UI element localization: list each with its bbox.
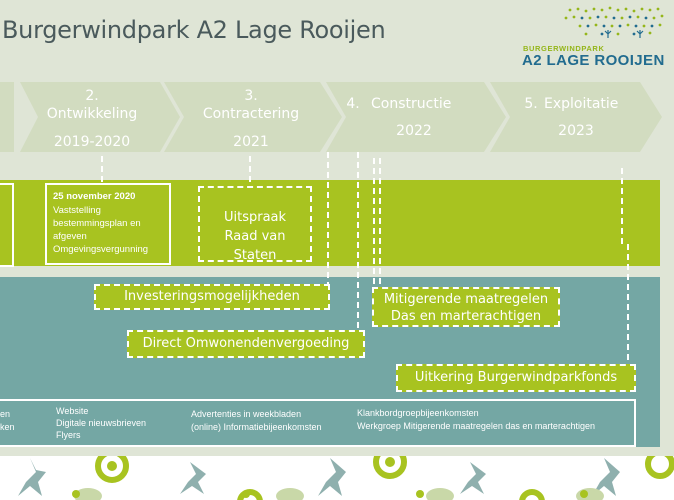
phase-4-name: Constructie <box>371 96 452 112</box>
phase-2-number: 2. <box>85 88 99 104</box>
milestone-box-ruling: Uitspraak Raad van Staten <box>198 186 312 263</box>
comm-col3-line-2: Werkgroep Mitigerende maatregelen das en… <box>357 421 595 431</box>
ruling-label: Uitspraak Raad van Staten <box>223 210 287 263</box>
page-title: Burgerwindpark A2 Lage Rooijen <box>2 16 386 44</box>
phase-3-period: 2021 <box>233 134 269 150</box>
comm-col0-line-2: ken <box>0 422 15 432</box>
decorative-footer <box>0 456 674 500</box>
decision-line-1: Vaststelling <box>53 205 101 216</box>
measure-investment: Investeringsmogelijkheden <box>94 284 330 310</box>
phase-2-name: Ontwikkeling <box>46 106 138 122</box>
comm-col2-line-2: (online) Informatiebijeenkomsten <box>191 422 322 432</box>
milestone-box-previous <box>0 183 14 267</box>
logo-dots-icon <box>564 6 664 38</box>
logo-name: A2 LAGE ROOIJEN <box>522 52 665 69</box>
phase-4-period: 2022 <box>396 123 432 139</box>
logo-subtitle: BURGERWINDPARK <box>523 44 605 53</box>
milestone-box-decision: 25 november 2020 Vaststelling bestemming… <box>45 183 171 265</box>
mitigation-line-2: Das en marterachtigen <box>390 309 542 324</box>
comm-col0-line-1: en <box>0 409 11 419</box>
phase-5-number: 5. <box>524 96 538 112</box>
comm-col2-line-1: Advertenties in weekbladen <box>191 409 302 419</box>
comm-col3-line-1: Klankbordgroepbijeenkomsten <box>357 408 479 418</box>
measure-fund: Uitkering Burgerwindparkfonds <box>396 364 636 392</box>
phase-2-period: 2019-2020 <box>53 134 131 150</box>
phase-arrow-2 <box>20 82 180 152</box>
decision-date: 25 november 2020 <box>53 191 136 202</box>
phase-3-number: 3. <box>244 88 258 104</box>
milestone-band <box>0 180 660 266</box>
comm-col1-line-2: Digitale nieuwsbrieven <box>56 418 147 428</box>
mitigation-line-1: Mitigerende maatregelen <box>383 292 549 307</box>
phase-3-name: Contractering <box>202 106 300 122</box>
decision-line-4: Omgevingsvergunning <box>53 244 149 255</box>
decision-line-2: bestemmingsplan en <box>53 218 141 229</box>
phase-5-period: 2023 <box>558 123 594 139</box>
phase-arrow-4 <box>326 82 506 152</box>
phase-arrow-3 <box>164 82 342 152</box>
communication-box: en ken Website Digitale nieuwsbrieven Fl… <box>0 399 636 447</box>
comm-col1-line-3: Flyers <box>56 430 81 440</box>
turbine-pattern-icon <box>18 456 674 500</box>
measure-mitigation: Mitigerende maatregelen Das en marterach… <box>372 287 560 327</box>
comm-col1-line-1: Website <box>56 406 89 416</box>
phase-arrow-1-tip <box>0 82 14 152</box>
phase-4-number: 4. <box>346 96 360 112</box>
measure-compensation: Direct Omwonendenvergoeding <box>127 330 365 358</box>
phase-arrow-5 <box>490 82 662 152</box>
phase-5-name: Exploitatie <box>544 96 619 112</box>
decision-line-3: afgeven <box>53 231 87 242</box>
